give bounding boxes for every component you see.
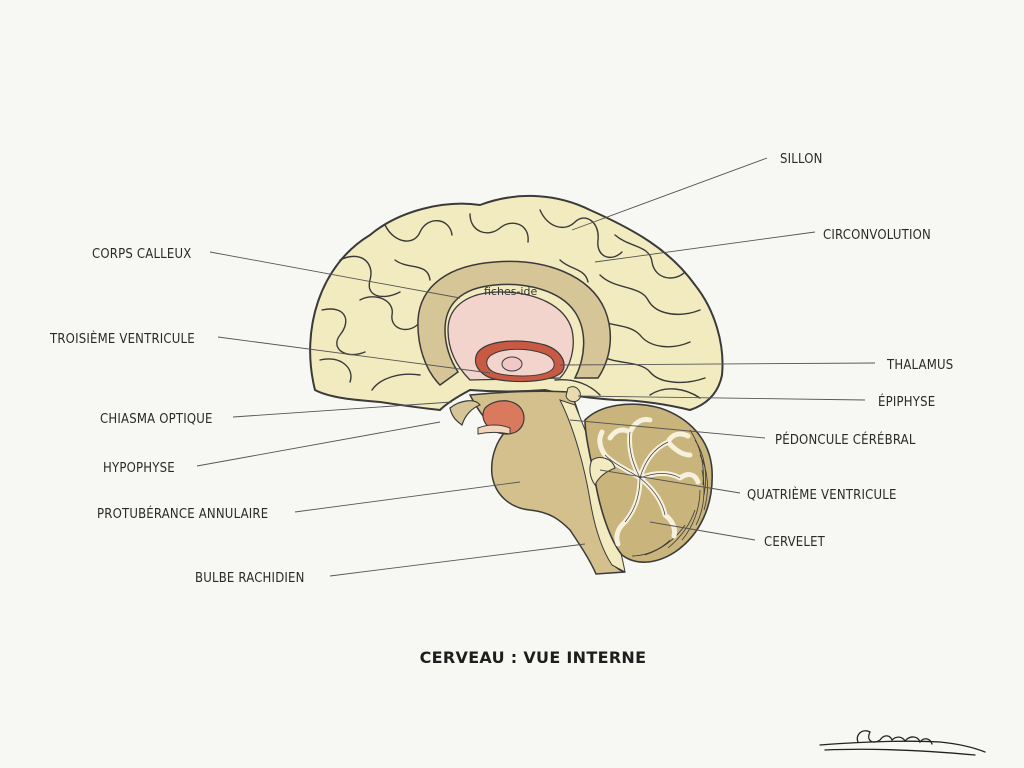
- label-chiasma-optique: CHIASMA OPTIQUE: [100, 412, 213, 427]
- cerebellum: [584, 403, 713, 563]
- label-sillon: SILLON: [780, 152, 823, 167]
- label-pedoncule-cerebral: PÉDONCULE CÉRÉBRAL: [775, 432, 916, 448]
- label-troisieme-ventricule: TROISIÈME VENTRICULE: [49, 331, 195, 347]
- corpus-callosum-band: [417, 260, 612, 386]
- watermark: fiches-ide: [484, 285, 537, 298]
- arbor-vitae-outline: [604, 431, 681, 523]
- label-thalamus: THALAMUS: [886, 358, 953, 373]
- cerebellum-folia: [631, 429, 708, 557]
- label-corps-calleux: CORPS CALLEUX: [92, 247, 191, 262]
- cerebrum: [309, 195, 724, 412]
- label-hypophyse: HYPOPHYSE: [103, 461, 175, 476]
- diagram-title: CERVEAU : VUE INTERNE: [420, 648, 647, 667]
- fourth-ventricle: [589, 457, 616, 487]
- label-circonvolution: CIRCONVOLUTION: [823, 228, 931, 243]
- thalamus-core: [501, 356, 523, 372]
- leader-lines: [196, 157, 876, 577]
- chiasma-hook: [449, 400, 481, 426]
- optic-stalk: [477, 424, 511, 435]
- pons-medulla: [468, 390, 626, 575]
- label-protuberance-annulaire: PROTUBÉRANCE ANNULAIRE: [97, 506, 268, 522]
- label-epiphyse: ÉPIPHYSE: [878, 394, 935, 410]
- label-quatrieme-ventricule: QUATRIÈME VENTRICULE: [747, 487, 897, 503]
- label-cervelet: CERVELET: [764, 535, 826, 550]
- signature: [819, 730, 986, 756]
- label-bulbe-rachidien: BULBE RACHIDIEN: [195, 571, 305, 586]
- labels: SILLON CIRCONVOLUTION CORPS CALLEUX TROI…: [49, 152, 953, 586]
- epiphysis: [565, 386, 581, 403]
